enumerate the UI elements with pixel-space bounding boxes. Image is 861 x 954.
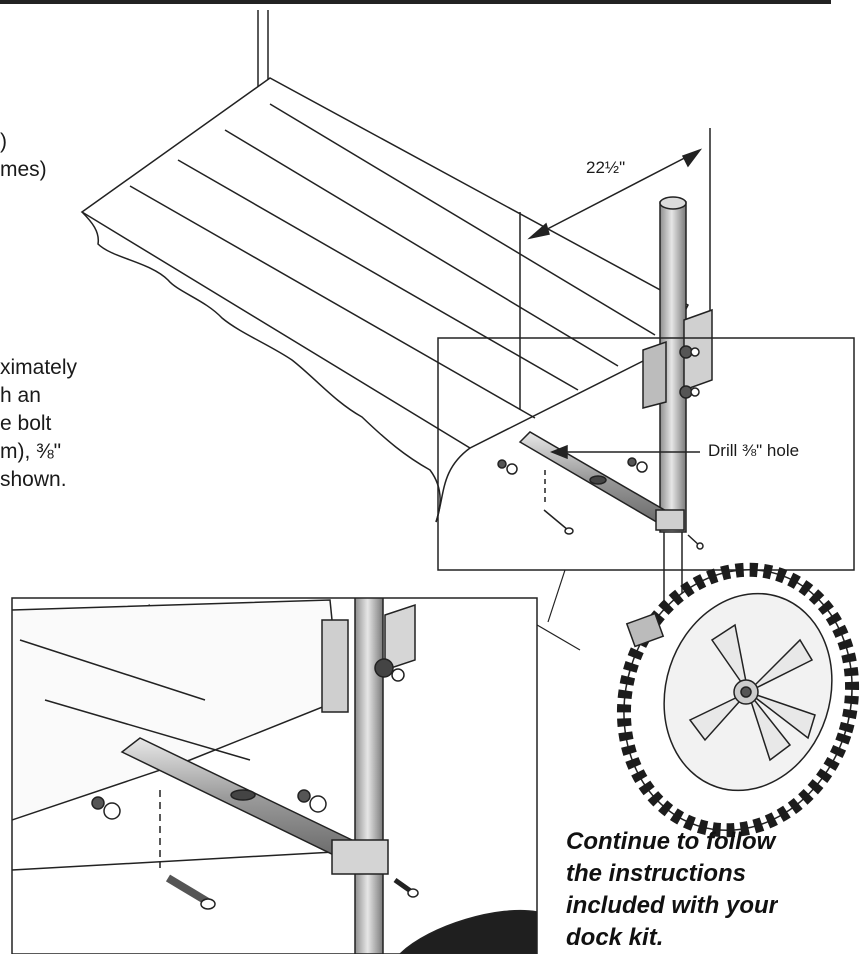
closing-note-line: the instructions bbox=[566, 860, 747, 887]
wheel bbox=[616, 562, 860, 838]
detail-callout-box bbox=[437, 337, 855, 571]
support-arm bbox=[497, 431, 704, 550]
closing-note: Continue to follow the instructions incl… bbox=[566, 826, 778, 954]
body-text-fragment: e bolt bbox=[0, 412, 52, 435]
body-text-fragment: ximately bbox=[0, 356, 78, 379]
corner-bracket bbox=[642, 308, 713, 409]
callout-leader bbox=[547, 569, 566, 623]
dock-deck bbox=[80, 77, 690, 523]
front-post bbox=[659, 196, 687, 615]
body-text-fragment: ) bbox=[0, 130, 7, 153]
dimension-label: 22½" bbox=[586, 158, 626, 177]
inset-detail bbox=[12, 598, 537, 954]
body-text-fragment: shown. bbox=[0, 468, 67, 491]
header-rule bbox=[0, 0, 831, 4]
drill-hole-label: Drill ⅜" hole bbox=[708, 441, 800, 460]
dimension-line bbox=[519, 128, 711, 410]
body-text-fragment: h an bbox=[0, 384, 41, 407]
closing-note-line: dock kit. bbox=[566, 924, 664, 951]
closing-note-line: Continue to follow bbox=[566, 828, 776, 855]
body-text-fragment: m), ⅜" bbox=[0, 440, 62, 463]
closing-note-line: included with your bbox=[566, 892, 779, 919]
body-text-fragment: mes) bbox=[0, 158, 47, 181]
